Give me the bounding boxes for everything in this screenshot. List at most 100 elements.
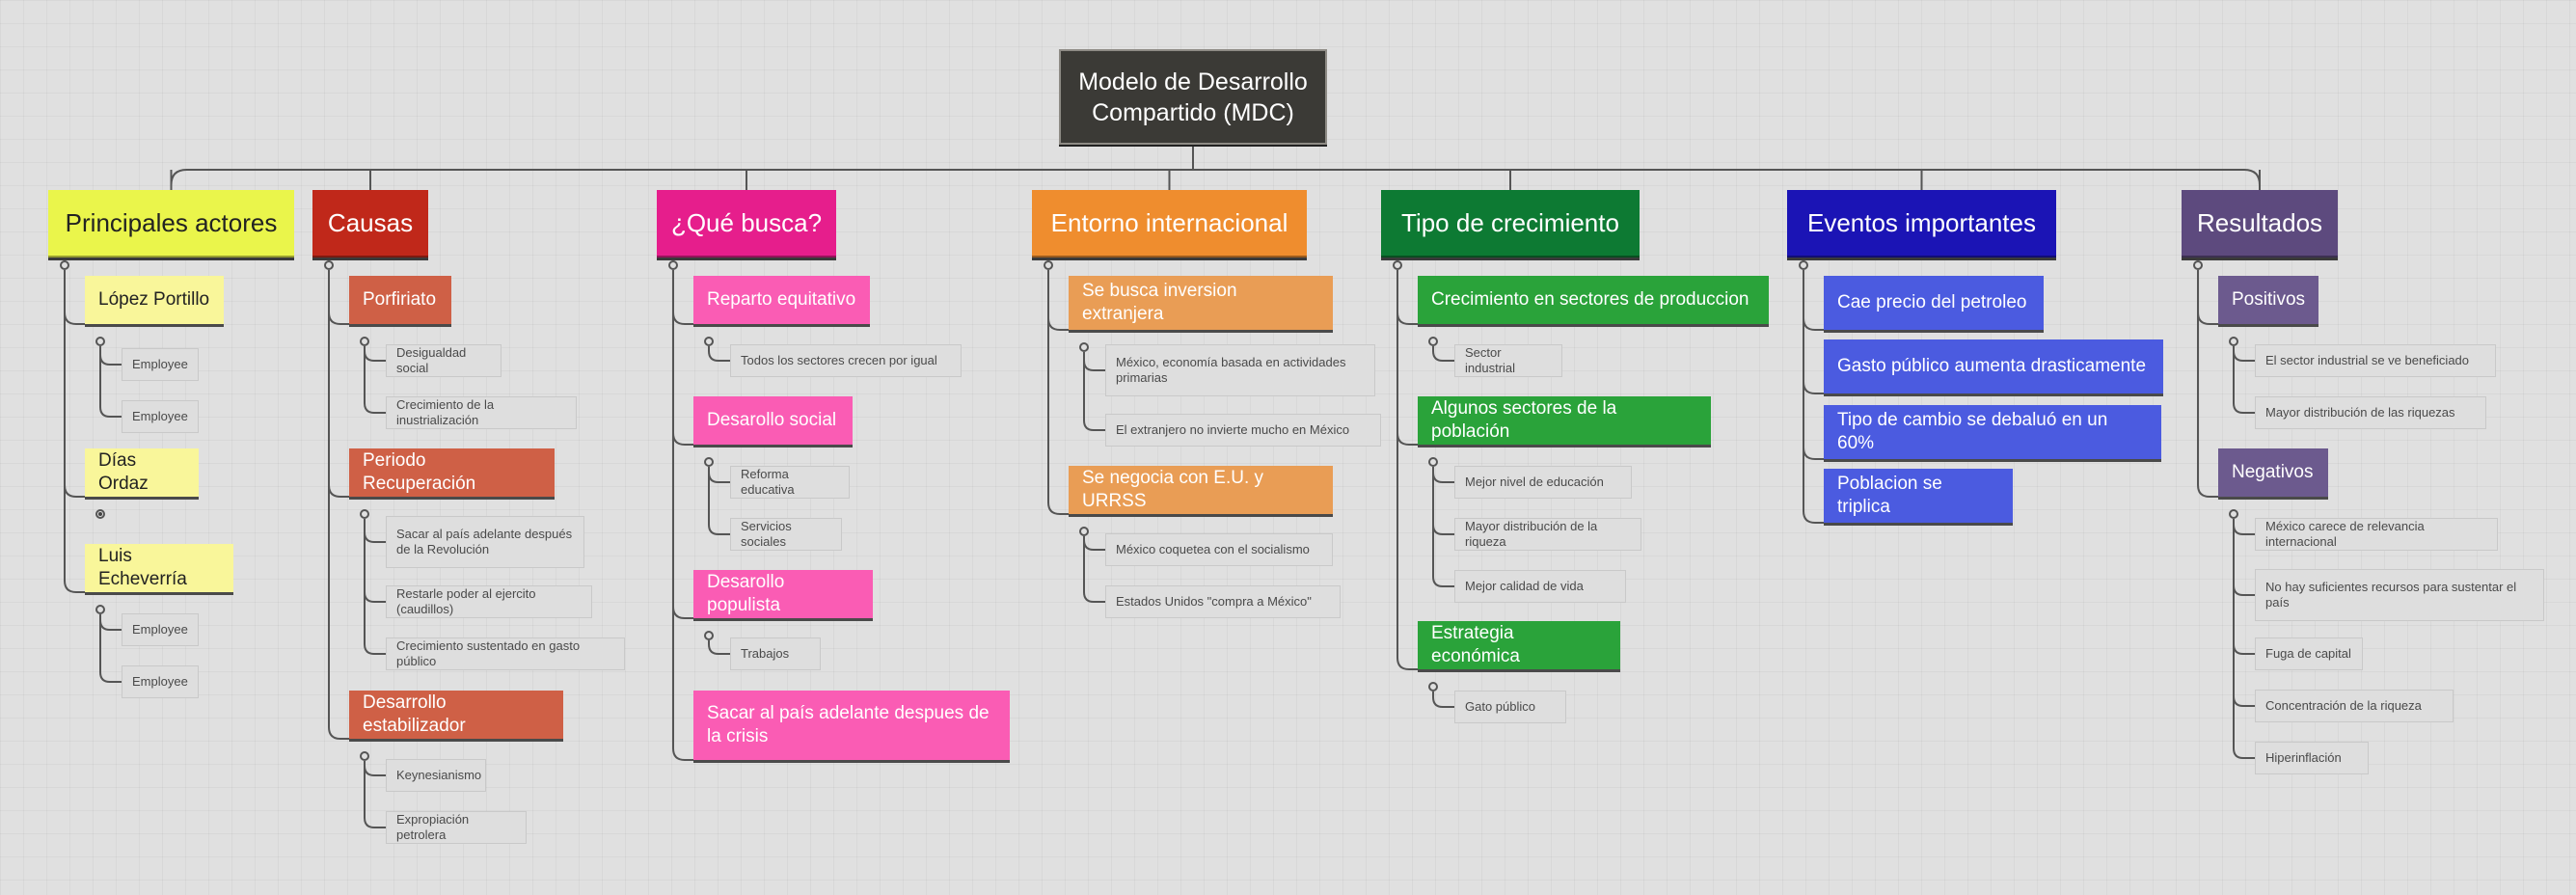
subtopic-1-3[interactable]: Luis Echeverría — [85, 544, 233, 592]
collapse-toggle-icon[interactable] — [668, 260, 678, 270]
leaf-3-1-1[interactable]: Todos los sectores crecen por igual — [730, 344, 962, 377]
subtopic-2-1[interactable]: Porfiriato — [349, 276, 451, 324]
leaf-2-1-2[interactable]: Crecimiento de la inustrialización — [386, 396, 577, 429]
collapse-toggle-icon[interactable] — [1428, 457, 1438, 467]
leaf-5-2-2[interactable]: Mayor distribución de la riqueza — [1454, 518, 1641, 551]
collapse-toggle-icon[interactable] — [2229, 509, 2238, 519]
main-topic-3[interactable]: ¿Qué busca? — [657, 190, 836, 258]
main-topic-2[interactable]: Causas — [312, 190, 428, 258]
collapse-toggle-icon[interactable] — [1079, 527, 1089, 536]
subtopic-1-1[interactable]: López Portillo — [85, 276, 224, 324]
leaf-1-3-2[interactable]: Employee — [122, 665, 199, 698]
leaf-2-2-3[interactable]: Crecimiento sustentado en gasto público — [386, 637, 625, 670]
leaf-5-2-1[interactable]: Mejor nivel de educación — [1454, 466, 1632, 499]
leaf-1-1-1[interactable]: Employee — [122, 348, 199, 381]
leaf-7-2-5-label: Hiperinflación — [2265, 750, 2342, 765]
subtopic-4-2[interactable]: Se negocia con E.U. y URRSS — [1069, 466, 1333, 514]
collapse-toggle-icon[interactable] — [704, 631, 714, 640]
subtopic-3-2[interactable]: Desarollo social — [693, 396, 853, 445]
leaf-1-1-1-label: Employee — [132, 357, 188, 371]
leaf-7-2-5[interactable]: Hiperinflación — [2255, 742, 2369, 774]
subtopic-6-1[interactable]: Cae precio del petroleo — [1824, 276, 2044, 330]
collapse-toggle-icon[interactable] — [2229, 337, 2238, 346]
leaf-4-2-1-label: México coquetea con el socialismo — [1116, 542, 1310, 556]
leaf-4-1-1[interactable]: México, economía basada en actividades p… — [1105, 344, 1375, 396]
main-topic-3-label: ¿Qué busca? — [670, 207, 823, 237]
leaf-1-3-1[interactable]: Employee — [122, 613, 199, 646]
subtopic-6-3-label: Tipo de cambio se debaluó en un 60% — [1837, 410, 2108, 453]
subtopic-2-2[interactable]: Periodo Recuperación — [349, 448, 555, 497]
main-topic-6[interactable]: Eventos importantes — [1787, 190, 2056, 258]
collapse-toggle-icon[interactable] — [60, 260, 69, 270]
subtopic-6-2[interactable]: Gasto público aumenta drasticamente — [1824, 339, 2163, 393]
collapse-toggle-icon[interactable] — [2193, 260, 2203, 270]
collapse-toggle-icon[interactable] — [1393, 260, 1402, 270]
leaf-4-1-2-label: El extranjero no invierte mucho en Méxic… — [1116, 422, 1350, 437]
leaf-7-1-2[interactable]: Mayor distribución de las riquezas — [2255, 396, 2486, 429]
leaf-5-1-1[interactable]: Sector industrial — [1454, 344, 1562, 377]
leaf-7-2-3[interactable]: Fuga de capital — [2255, 637, 2363, 670]
leaf-3-2-2-label: Servicios sociales — [741, 519, 792, 549]
collapse-toggle-icon[interactable] — [704, 337, 714, 346]
leaf-5-3-1[interactable]: Gato público — [1454, 691, 1566, 723]
leaf-5-2-3[interactable]: Mejor calidad de vida — [1454, 570, 1626, 603]
subtopic-2-3[interactable]: Desarrollo estabilizador — [349, 691, 563, 739]
main-topic-6-label: Eventos importantes — [1806, 207, 2036, 237]
main-topic-1[interactable]: Principales actores — [48, 190, 294, 258]
subtopic-5-2[interactable]: Algunos sectores de la población — [1418, 396, 1711, 445]
leaf-7-1-1[interactable]: El sector industrial se ve beneficiado — [2255, 344, 2496, 377]
subtopic-3-4[interactable]: Sacar al país adelante despues de la cri… — [693, 691, 1010, 760]
leaf-2-3-2[interactable]: Expropiación petrolera — [386, 811, 527, 844]
subtopic-6-4[interactable]: Poblacion se triplica — [1824, 469, 2013, 523]
leaf-3-2-1[interactable]: Reforma educativa — [730, 466, 850, 499]
subtopic-6-3[interactable]: Tipo de cambio se debaluó en un 60% — [1824, 405, 2161, 459]
leaf-3-2-2[interactable]: Servicios sociales — [730, 518, 842, 551]
collapse-toggle-icon[interactable] — [95, 605, 105, 614]
collapse-toggle-icon[interactable] — [1428, 337, 1438, 346]
leaf-3-3-1[interactable]: Trabajos — [730, 637, 821, 670]
subtopic-1-2[interactable]: Días Ordaz — [85, 448, 199, 497]
collapse-toggle-icon[interactable] — [1079, 342, 1089, 352]
leaf-7-2-4[interactable]: Concentración de la riqueza — [2255, 690, 2454, 722]
subtopic-5-3[interactable]: Estrategia económica — [1418, 621, 1620, 669]
leaf-connector-line — [708, 350, 730, 362]
collapse-toggle-icon[interactable] — [360, 337, 369, 346]
collapse-toggle-icon[interactable] — [360, 509, 369, 519]
leaf-2-2-2[interactable]: Restarle poder al ejercito (caudillos) — [386, 585, 592, 618]
subtopic-7-2[interactable]: Negativos — [2218, 448, 2328, 497]
leaf-4-1-1-label: México, economía basada en actividades p… — [1116, 355, 1346, 385]
leaf-2-3-1[interactable]: Keynesianismo — [386, 759, 486, 792]
collapse-toggle-icon[interactable] — [360, 751, 369, 761]
leaf-7-2-2[interactable]: No hay suficientes recursos para sustent… — [2255, 569, 2544, 621]
leaf-connector-line — [364, 643, 386, 655]
collapse-toggle-icon[interactable] — [324, 260, 334, 270]
collapse-toggle-icon[interactable] — [704, 457, 714, 467]
collapse-toggle-icon[interactable] — [1799, 260, 1808, 270]
leaf-4-2-1[interactable]: México coquetea con el socialismo — [1105, 533, 1333, 566]
leaf-2-1-1[interactable]: Desigualdad social — [386, 344, 502, 377]
collapse-toggle-icon[interactable] — [95, 337, 105, 346]
subtopic-3-3[interactable]: Desarollo populista — [693, 570, 873, 618]
root-topic-label: Modelo de Desarrollo Compartido (MDC) — [1078, 68, 1308, 126]
leaf-1-1-2[interactable]: Employee — [122, 400, 199, 433]
subtopic-5-1[interactable]: Crecimiento en sectores de produccion — [1418, 276, 1769, 324]
leaf-2-2-1[interactable]: Sacar al país adelante después de la Rev… — [386, 516, 584, 568]
expand-toggle-icon[interactable] — [95, 509, 105, 519]
leaf-4-2-2[interactable]: Estados Unidos "compra a México" — [1105, 585, 1341, 618]
main-topic-5[interactable]: Tipo de crecimiento — [1381, 190, 1640, 258]
leaf-4-1-2[interactable]: El extranjero no invierte mucho en Méxic… — [1105, 414, 1381, 447]
leaf-connector-line — [364, 817, 386, 828]
main-topic-4[interactable]: Entorno internacional — [1032, 190, 1307, 258]
leaf-7-2-1[interactable]: México carece de relevancia internaciona… — [2255, 518, 2498, 551]
leaf-5-2-3-label: Mejor calidad de vida — [1465, 579, 1584, 593]
subtopic-2-3-label: Desarrollo estabilizador — [363, 692, 466, 736]
root-topic[interactable]: Modelo de Desarrollo Compartido (MDC) — [1059, 49, 1327, 145]
subtopic-3-1[interactable]: Reparto equitativo — [693, 276, 870, 324]
collapse-toggle-icon[interactable] — [1428, 682, 1438, 692]
main-topic-7[interactable]: Resultados — [2182, 190, 2338, 258]
subtopic-7-1[interactable]: Positivos — [2218, 276, 2318, 324]
collapse-toggle-icon[interactable] — [1044, 260, 1053, 270]
subtopic-4-1[interactable]: Se busca inversion extranjera — [1069, 276, 1333, 330]
subtopic-1-1-label: López Portillo — [98, 289, 210, 310]
leaf-connector-line — [364, 402, 386, 414]
